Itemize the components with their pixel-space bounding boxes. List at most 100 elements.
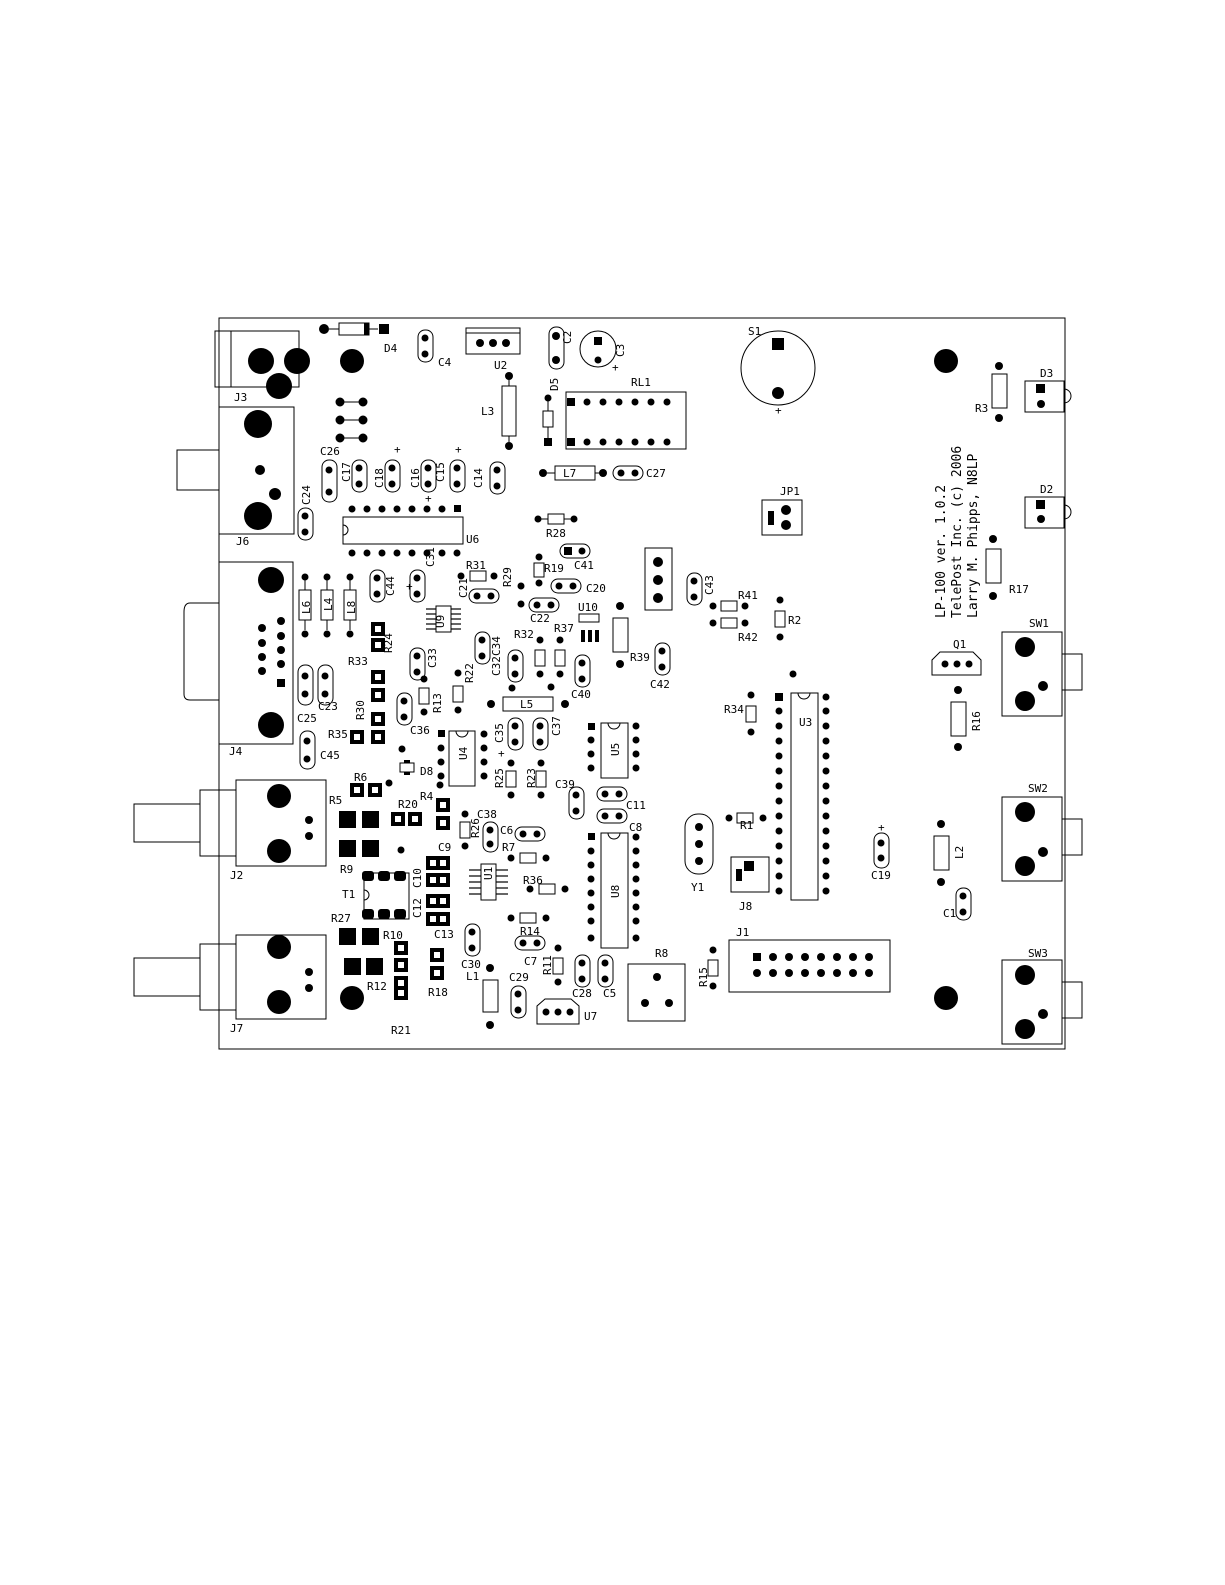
ic-u4 xyxy=(437,730,488,787)
label-sw3: SW3 xyxy=(1028,947,1048,960)
label-r31: R31 xyxy=(466,559,486,572)
label-r19: R19 xyxy=(544,562,564,575)
diode-d2 xyxy=(1024,496,1072,529)
label-c12: C12 xyxy=(411,898,424,918)
ic-u2: U2 xyxy=(465,327,521,372)
label-c19: C19 xyxy=(871,869,891,882)
board-title: LP-100 ver. 1.0.2 TelePost Inc. (c) 2006… xyxy=(934,446,981,618)
label-l2: L2 xyxy=(953,846,966,859)
label-r17: R17 xyxy=(1009,583,1029,596)
title-line-2: TelePost Inc. (c) 2006 xyxy=(950,446,965,618)
connector-j2: J2 xyxy=(133,779,327,882)
label-r26: R26 xyxy=(469,818,482,838)
label-r14: R14 xyxy=(520,925,540,938)
vertical-cap-pads xyxy=(301,332,967,1014)
label-r15: R15 xyxy=(697,967,710,987)
label-r8: R8 xyxy=(655,947,668,960)
ic-u7 xyxy=(536,998,580,1025)
label-c5: C5 xyxy=(603,987,616,1000)
label-u10: U10 xyxy=(578,601,598,614)
relay-rl1: RL1 xyxy=(565,376,687,450)
svg-text:+: + xyxy=(878,821,885,834)
svg-text:+: + xyxy=(406,580,413,593)
transistor-q1 xyxy=(931,651,982,676)
label-r12: R12 xyxy=(367,980,387,993)
label-c31: C31 xyxy=(424,547,437,567)
label-c16: C16 xyxy=(409,468,422,488)
polarity-marks: + + + + + + + xyxy=(356,443,885,834)
mounting-holes xyxy=(340,349,958,1010)
label-r22: R22 xyxy=(463,663,476,683)
label-c36: C36 xyxy=(410,724,430,737)
connector-j1 xyxy=(728,939,891,993)
label-d4: D4 xyxy=(384,342,398,355)
label-r35: R35 xyxy=(328,728,348,741)
connector-j4: J4 xyxy=(183,561,294,758)
label-j4: J4 xyxy=(229,745,243,758)
label-c28: C28 xyxy=(572,987,592,1000)
label-r6: R6 xyxy=(354,771,367,784)
label-s1: S1 xyxy=(748,325,761,338)
diode-d5 xyxy=(542,394,554,446)
label-d5: D5 xyxy=(548,378,561,391)
diode-d3 xyxy=(1024,380,1072,413)
inductor-l5 xyxy=(487,696,569,712)
label-c20: C20 xyxy=(586,582,606,595)
label-j2: J2 xyxy=(230,869,243,882)
label-u3: U3 xyxy=(799,716,812,729)
ic-u8 xyxy=(587,832,640,949)
label-c15: C15 xyxy=(434,462,447,482)
label-c27: C27 xyxy=(646,467,666,480)
label-c8: C8 xyxy=(629,821,642,834)
label-j8: J8 xyxy=(739,900,752,913)
label-r2: R2 xyxy=(788,614,801,627)
label-c2: C2 xyxy=(561,331,574,344)
label-r7: R7 xyxy=(502,841,515,854)
ic-u10 xyxy=(578,613,600,642)
svg-text:+: + xyxy=(455,443,462,456)
label-t1: T1 xyxy=(342,888,355,901)
horizontal-caps xyxy=(468,465,644,951)
label-sw1: SW1 xyxy=(1029,617,1049,630)
label-r20: R20 xyxy=(398,798,418,811)
title-line-3: Larry M. Phipps, N8LP xyxy=(966,453,981,618)
misc-pads xyxy=(385,683,555,854)
switch-sw1 xyxy=(1001,631,1083,717)
label-c29: C29 xyxy=(509,971,529,984)
inductor-l3 xyxy=(501,372,517,450)
label-l3: L3 xyxy=(481,405,494,418)
label-r9: R9 xyxy=(340,863,353,876)
label-r36: R36 xyxy=(523,874,543,887)
diode-d4: D4 xyxy=(319,322,398,355)
label-r3: R3 xyxy=(975,402,988,415)
label-c21: C21 xyxy=(457,578,470,598)
label-r16: R16 xyxy=(970,711,983,731)
switch-sw3 xyxy=(1001,959,1083,1045)
connector-j7: J7 xyxy=(133,934,327,1035)
label-r25: R25 xyxy=(493,768,506,788)
connector-j8 xyxy=(730,856,770,893)
label-c1: C1 xyxy=(943,907,956,920)
rotated-labels: C2 C3 D5 C24 C17 C18 C16 C15 C14 C44 C31… xyxy=(300,331,983,987)
label-c35: C35 xyxy=(493,723,506,743)
label-j1: J1 xyxy=(736,926,749,939)
trimmer-r8 xyxy=(627,963,686,1022)
crystal-y1 xyxy=(684,813,714,875)
label-c17: C17 xyxy=(340,462,353,482)
label-c39: C39 xyxy=(555,778,575,791)
label-u4: U4 xyxy=(457,746,470,760)
label-r42: R42 xyxy=(738,631,758,644)
ic-u1 xyxy=(469,863,508,901)
label-r18: R18 xyxy=(428,986,448,999)
ic-u3 xyxy=(775,670,830,901)
label-c40: C40 xyxy=(571,688,591,701)
label-c33: C33 xyxy=(426,648,439,668)
label-r32: R32 xyxy=(514,628,534,641)
label-l1: L1 xyxy=(466,970,479,983)
label-r28: R28 xyxy=(546,527,566,540)
label-j7: J7 xyxy=(230,1022,243,1035)
label-jp1: JP1 xyxy=(780,485,800,498)
label-c32: C32 xyxy=(490,656,503,676)
label-u6: U6 xyxy=(466,533,479,546)
svg-text:+: + xyxy=(356,462,363,475)
